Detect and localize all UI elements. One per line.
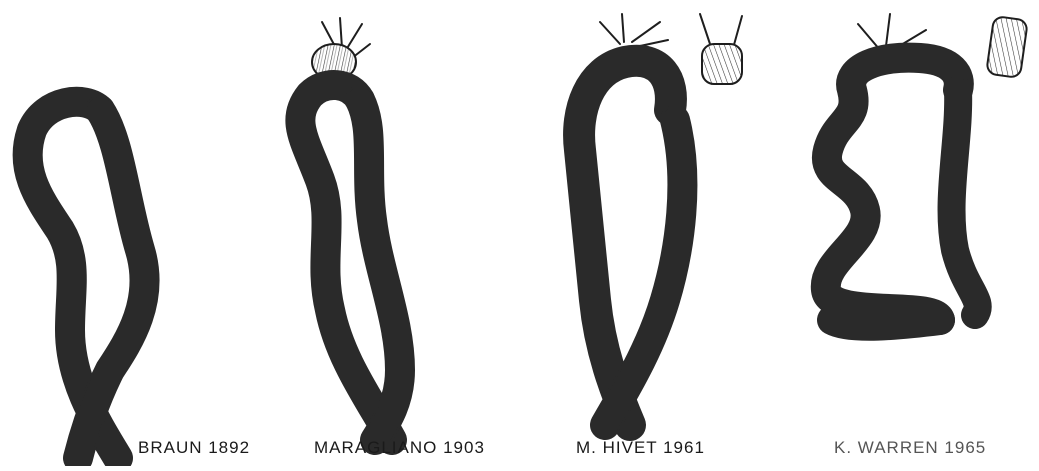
caption-warren: K. WARREN 1965	[834, 438, 986, 458]
caption-hivet: M. HIVET 1961	[576, 438, 705, 458]
hivet-detail-segment	[702, 44, 742, 84]
caption-braun: BRAUN 1892	[138, 438, 250, 458]
panel-hivet	[579, 14, 742, 425]
warren-detail-segment	[986, 16, 1028, 78]
caption-maragliano: MARAGLIANO 1903	[314, 438, 485, 458]
hivet-branches	[600, 14, 668, 46]
panel-warren	[826, 14, 1028, 326]
panel-braun	[28, 102, 145, 458]
panel-maragliano	[300, 18, 400, 440]
